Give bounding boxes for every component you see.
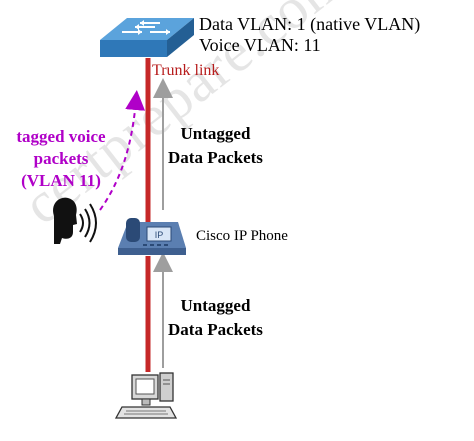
voice-line1: tagged voice (16, 127, 106, 146)
trunk-link-label: Trunk link (152, 62, 220, 79)
voice-flow-arrow (99, 90, 146, 211)
lower-untagged-line2: Data Packets (168, 320, 263, 339)
data-vlan-label: Data VLAN: 1 (native VLAN) (199, 14, 421, 34)
ip-phone-label: Cisco IP Phone (196, 228, 288, 244)
upper-untagged-label: Untagged Data Packets (168, 122, 263, 170)
speaker-icon (53, 197, 97, 244)
voice-line3: (VLAN 11) (21, 171, 101, 190)
switch-icon (100, 18, 194, 57)
phone-screen-text: IP (155, 230, 164, 240)
switch-vlan-info: Data VLAN: 1 (native VLAN) Voice VLAN: 1… (199, 14, 420, 56)
lower-untagged-line1: Untagged (180, 296, 251, 315)
ip-phone-icon: IP (118, 218, 186, 255)
pc-icon (114, 372, 178, 419)
voice-line2: packets (33, 149, 89, 168)
voice-vlan-label: Voice VLAN: 11 (199, 35, 321, 55)
upper-untagged-line2: Data Packets (168, 148, 263, 167)
lower-untagged-label: Untagged Data Packets (168, 294, 263, 342)
upper-untagged-line1: Untagged (180, 124, 251, 143)
tagged-voice-label: tagged voice packets (VLAN 11) (6, 126, 116, 192)
